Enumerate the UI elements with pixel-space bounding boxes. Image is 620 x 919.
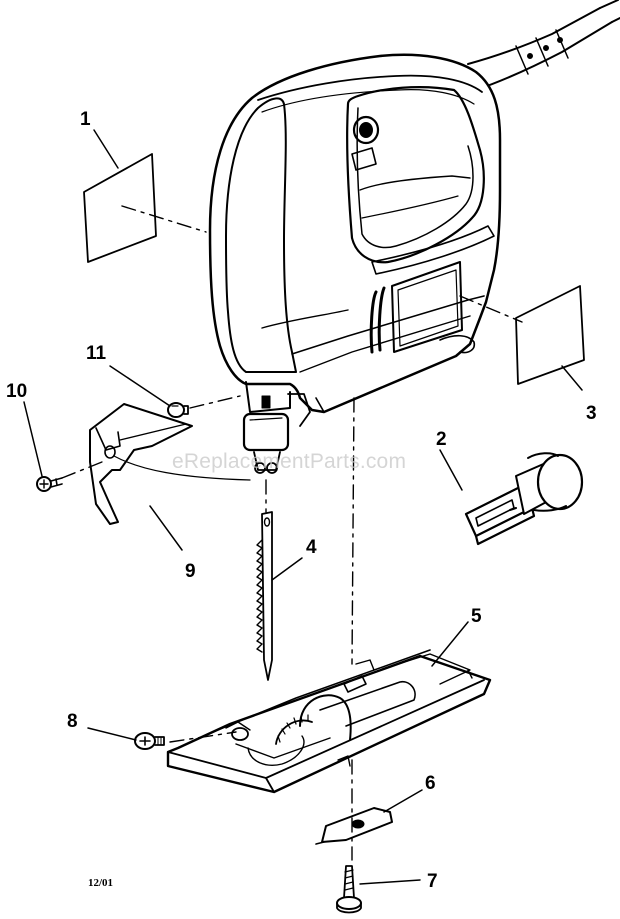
- date-code: 12/01: [88, 877, 114, 889]
- part-3-label: [515, 285, 585, 385]
- callout-8: 8: [67, 711, 78, 732]
- callout-5: 5: [471, 606, 482, 627]
- callout-4: 4: [306, 537, 317, 558]
- callout-1: 1: [80, 109, 91, 130]
- callout-6: 6: [425, 773, 436, 794]
- callout-3: 3: [586, 403, 597, 424]
- leader-2: [439, 449, 463, 491]
- callout-9: 9: [185, 561, 196, 582]
- watermark: eReplacementParts.com: [172, 450, 407, 473]
- assembly-lines: [61, 205, 523, 861]
- leader-4: [271, 557, 303, 581]
- leader-10: [23, 401, 43, 477]
- leader-5: [431, 621, 469, 667]
- leader-7: [359, 879, 421, 885]
- part-6-lever: [315, 807, 393, 845]
- callout-11: 11: [86, 343, 107, 364]
- leader-8: [87, 727, 137, 741]
- part-8-screw: [134, 732, 165, 750]
- leader-6: [383, 789, 423, 813]
- part-7-bolt: [336, 865, 362, 914]
- leader-3: [561, 365, 583, 391]
- leader-11: [109, 365, 171, 407]
- part-10-screw: [36, 476, 63, 492]
- power-cord: [467, 0, 620, 91]
- part-11-screw: [167, 402, 189, 418]
- part-4-blade: [256, 511, 273, 681]
- leader-lines: [23, 129, 583, 885]
- leader-9: [149, 505, 183, 551]
- callout-2: 2: [436, 429, 447, 450]
- jigsaw-body: [208, 53, 502, 474]
- leader-1: [93, 129, 119, 169]
- part-1-label: [83, 153, 157, 263]
- callout-10: 10: [6, 381, 28, 402]
- callout-7: 7: [427, 871, 438, 892]
- part-9-blade-guard: [89, 403, 251, 525]
- part-2-adapter: [464, 452, 584, 546]
- part-5-base-plate: [166, 649, 492, 794]
